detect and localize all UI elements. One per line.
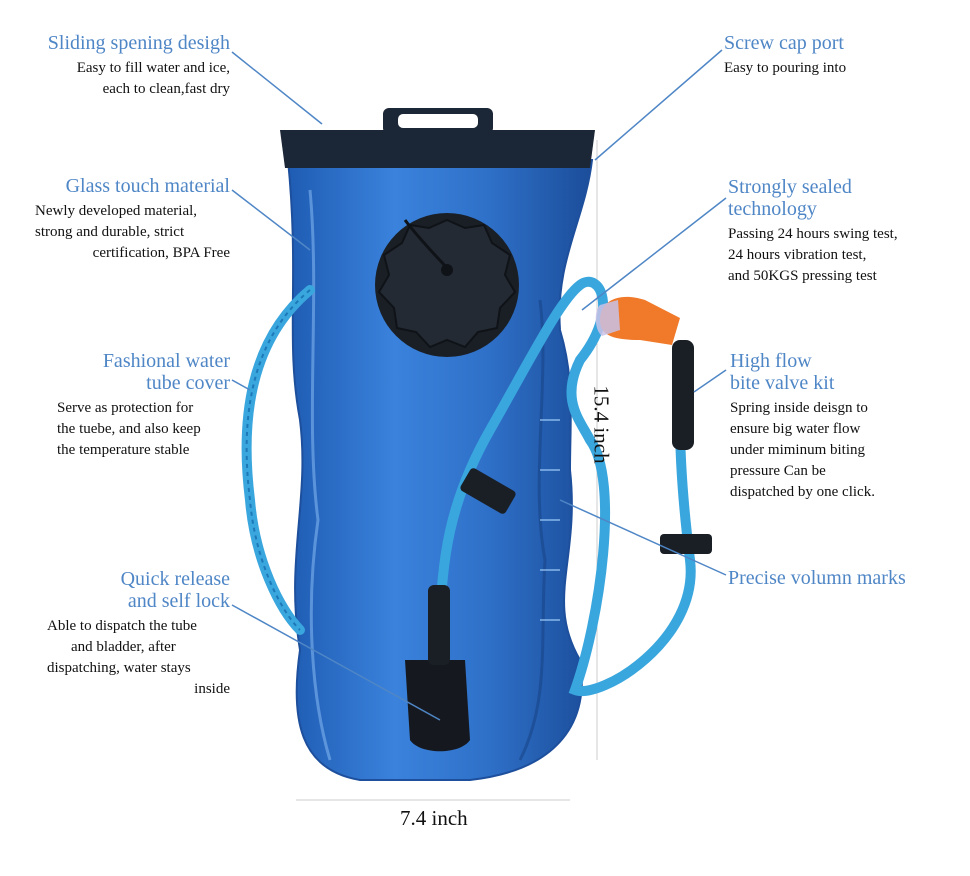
bite-valve: [595, 296, 694, 450]
callout-title: Quick release and self lock: [120, 568, 230, 612]
callout-lines: [231, 49, 727, 721]
tube-clip-2: [660, 534, 712, 554]
slider-handle-hole: [398, 114, 478, 128]
callout-bite-valve: High flow bite valve kit Spring inside d…: [730, 350, 970, 503]
callout-title: Glass touch material: [65, 175, 230, 197]
callout-title: Precise volumn marks: [728, 567, 906, 589]
callout-title: Screw cap port: [724, 32, 844, 54]
width-dimension-label: 7.4 inch: [400, 806, 468, 830]
callout-sliding-opening: Sliding spening desigh Easy to fill wate…: [0, 32, 230, 100]
height-dimension-label: 15.4 inch: [589, 385, 614, 464]
callout-title: Strongly sealed technology: [728, 176, 852, 220]
quick-release-connector: [405, 585, 470, 752]
callout-title: Sliding spening desigh: [47, 32, 230, 54]
callout-strongly-sealed: Strongly sealed technology Passing 24 ho…: [728, 176, 968, 287]
drink-tube-right: [435, 276, 696, 697]
bladder-body: [286, 159, 594, 781]
callout-title: High flow bite valve kit: [730, 350, 835, 394]
callout-quick-release: Quick release and self lock Able to disp…: [0, 568, 230, 700]
bladder-shadow: [518, 299, 547, 761]
tube-clip-1: [460, 468, 516, 514]
callout-glass-touch-material: Glass touch material Newly developed mat…: [0, 175, 230, 264]
slider-closure: [280, 130, 595, 168]
callout-screw-cap-port: Screw cap port Easy to pouring into: [724, 32, 964, 79]
volume-marks: [540, 419, 560, 621]
callout-volume-marks: Precise volumn marks: [728, 567, 968, 589]
screw-cap: [375, 213, 519, 357]
callout-tube-cover: Fashional water tube cover Serve as prot…: [0, 350, 230, 461]
callout-title: Fashional water tube cover: [102, 350, 230, 394]
